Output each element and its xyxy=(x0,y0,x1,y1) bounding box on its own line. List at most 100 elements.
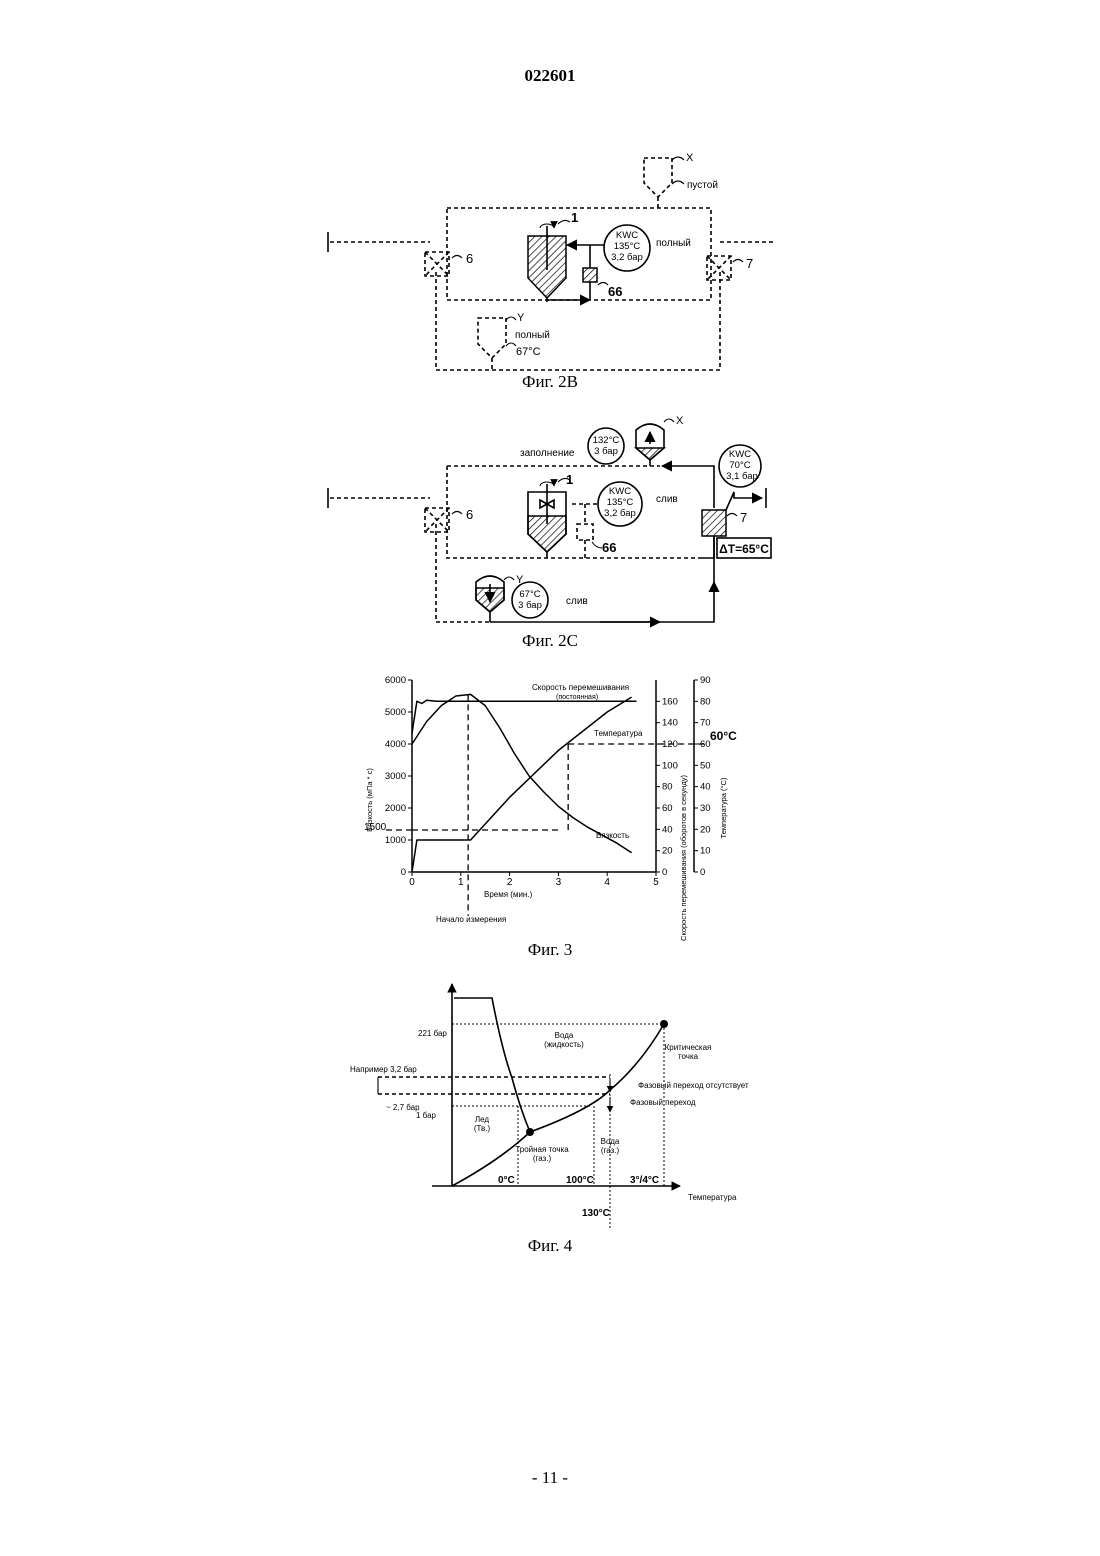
y-left-tick-label: 3000 xyxy=(385,771,406,782)
ice: Лед xyxy=(475,1115,490,1124)
label-6: 6 xyxy=(466,507,473,522)
y-temp: 67°C xyxy=(516,346,541,358)
transition: Фазовый переход xyxy=(630,1098,696,1107)
y-right1-tick-label: 20 xyxy=(662,846,673,857)
y-right1-tick-label: 60 xyxy=(662,803,673,814)
y-right1-tick-label: 0 xyxy=(662,867,667,878)
visc-series-label: Вязкость xyxy=(596,831,629,840)
label-6: 6 xyxy=(466,251,473,266)
label-1: 1 xyxy=(571,210,578,225)
caption-fig4: Фиг. 4 xyxy=(0,1236,1100,1256)
label-y: Y xyxy=(517,312,525,324)
y-right2-label: Температура (°C) xyxy=(719,777,728,838)
label-full-top: полный xyxy=(656,238,691,249)
no-transition: Фазовый переход отсутствует xyxy=(638,1081,749,1090)
figure-2c: 6 7 ΔT=65°C KWC 70°C 3,1 бар X 132°C 3 б… xyxy=(0,400,1100,640)
label-66: 66 xyxy=(608,284,622,299)
x-tick-label: 0 xyxy=(409,877,415,888)
series-line-1 xyxy=(412,697,632,872)
x-temp: 132°C xyxy=(593,435,620,446)
right-temp: 70°C xyxy=(729,460,750,471)
y-right1-label: Скорость перемешивания (оборотов в секун… xyxy=(679,775,688,941)
speed-series-sublabel: (постоянная) xyxy=(556,694,598,701)
right-kwc: KWC xyxy=(729,449,751,460)
label-empty: пустой xyxy=(687,180,718,191)
annotation-start: Начало измерения xyxy=(436,915,506,924)
triple-point-sub: (газ.) xyxy=(533,1154,552,1163)
figure-2b: X пустой 6 7 1 66 KWC 135°C 3,2 бар полн… xyxy=(0,0,1100,400)
x-tick-label: 2 xyxy=(507,877,513,888)
delta-t: ΔT=65°C xyxy=(719,542,769,556)
kwc-temp: 135°C xyxy=(614,241,641,252)
caption-fig2c: Фиг. 2C xyxy=(0,631,1100,651)
y-temp: 67°C xyxy=(519,589,540,600)
y-right2-tick-label: 90 xyxy=(700,675,711,686)
x-pressure: 3 бар xyxy=(594,446,618,457)
temperature-axis: Температура xyxy=(688,1193,737,1202)
x-axis-label: Время (мин.) xyxy=(484,890,533,899)
x-tick-label: 4 xyxy=(604,877,610,888)
label-1: 1 xyxy=(566,472,573,487)
y-right1-tick-label: 40 xyxy=(662,824,673,835)
y-left-tick-label: 2000 xyxy=(385,803,406,814)
x-tick-label: 1 xyxy=(458,877,464,888)
p1: 1 бар xyxy=(416,1111,437,1120)
label-drain-bottom: слив xyxy=(566,596,588,607)
label-66: 66 xyxy=(602,540,616,555)
tcrit: 3°/4°C xyxy=(630,1175,659,1186)
caption-fig2b: Фиг. 2B xyxy=(0,372,1100,392)
y-pressure: 3 бар xyxy=(518,600,542,611)
y-right2-tick-label: 80 xyxy=(700,696,711,707)
kwc-pressure: 3,2 бар xyxy=(611,252,643,263)
y-right1-tick-label: 160 xyxy=(662,696,678,707)
p221: 221 бар xyxy=(418,1029,447,1038)
y-right2-tick-label: 0 xyxy=(700,867,705,878)
label-7: 7 xyxy=(746,256,753,271)
x-tick-label: 3 xyxy=(556,877,562,888)
right-pressure: 3,1 бар xyxy=(726,471,758,482)
y-right2-tick-label: 50 xyxy=(700,760,711,771)
water-gas-sub: (газ.) xyxy=(601,1146,620,1155)
p27: ~ 2,7 бар xyxy=(386,1103,420,1112)
y-left-tick-label: 6000 xyxy=(385,675,406,686)
t100: 100°C xyxy=(566,1175,594,1186)
figure-3-chart: 0123450100020003000400050006000020406080… xyxy=(0,660,1100,950)
y-left-tick-label: 0 xyxy=(401,867,406,878)
y-right2-tick-label: 30 xyxy=(700,803,711,814)
critical-point-sub: точка xyxy=(678,1052,699,1061)
ice-sub: (Тв.) xyxy=(474,1124,491,1133)
annotation-60c: 60°C xyxy=(710,729,737,743)
kwc-temp: 135°C xyxy=(607,497,634,508)
label-x: X xyxy=(676,415,684,427)
triple-point: Тройная точка xyxy=(515,1145,569,1154)
kwc-label: KWC xyxy=(616,230,638,241)
water-gas: Вода xyxy=(601,1137,620,1146)
speed-series-label: Скорость перемешивания xyxy=(532,683,629,692)
temp-series-label: Температура xyxy=(594,729,643,738)
label-7: 7 xyxy=(740,510,747,525)
y-right2-tick-label: 70 xyxy=(700,718,711,729)
label-x: X xyxy=(686,152,694,164)
kwc-label: KWC xyxy=(609,486,631,497)
p32: Например 3,2 бар xyxy=(350,1065,417,1074)
y-left-tick-label: 1000 xyxy=(385,835,406,846)
x-tick-label: 5 xyxy=(653,877,659,888)
label-drain-top: слив xyxy=(656,494,678,505)
caption-fig3: Фиг. 3 xyxy=(0,940,1100,960)
y-left-tick-label: 4000 xyxy=(385,739,406,750)
y-left-tick-label: 5000 xyxy=(385,707,406,718)
t0: 0°C xyxy=(498,1175,515,1186)
y-right1-tick-label: 140 xyxy=(662,718,678,729)
water-liquid-sub: (жидкость) xyxy=(544,1040,584,1049)
label-filling: заполнение xyxy=(520,448,575,459)
figure-4: 221 бар Например 3,2 бар ~ 2,7 бар 1 бар… xyxy=(0,970,1100,1240)
y-left-label: Вязкость (мПа * с) xyxy=(365,768,374,832)
y-right2-tick-label: 40 xyxy=(700,782,711,793)
critical-point: Критическая xyxy=(665,1043,712,1052)
water-liquid: Вода xyxy=(555,1031,574,1040)
y-right1-tick-label: 100 xyxy=(662,760,678,771)
y-right2-tick-label: 20 xyxy=(700,824,711,835)
label-full-bottom: полный xyxy=(515,330,550,341)
y-right1-tick-label: 80 xyxy=(662,782,673,793)
t130: 130°C xyxy=(582,1208,610,1219)
